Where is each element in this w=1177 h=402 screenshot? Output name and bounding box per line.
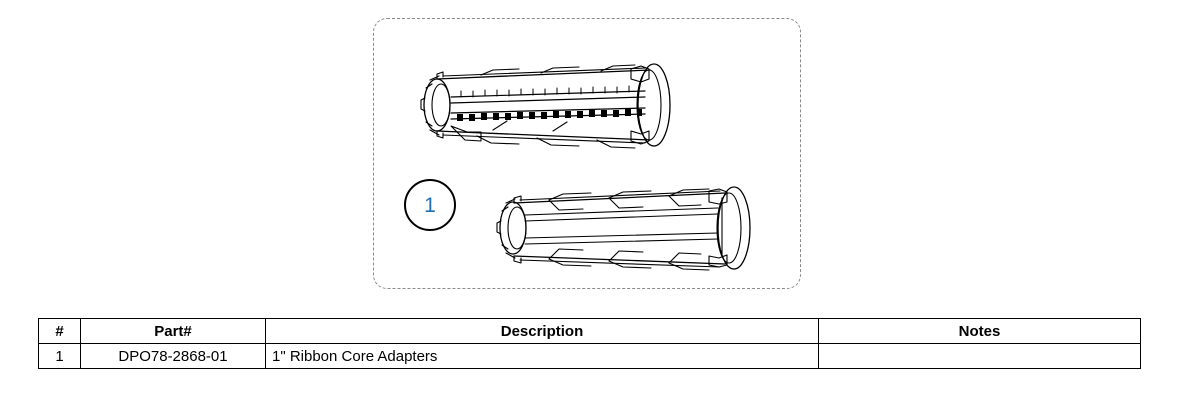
table-row: 1 DPO78-2868-01 1" Ribbon Core Adapters: [38, 343, 1141, 369]
upper-adapter-drawing: [420, 63, 671, 149]
parts-table: # Part# Description Notes 1 DPO78-2868-0…: [38, 318, 1141, 369]
cell-number: 1: [38, 343, 81, 369]
column-header-description: Description: [265, 318, 819, 344]
parts-line-drawing: [420, 63, 751, 271]
callout-number: 1: [424, 193, 436, 217]
callout-bubble-1: 1: [404, 179, 456, 231]
cell-notes: [818, 343, 1141, 369]
column-header-part: Part#: [80, 318, 266, 344]
illustration-panel: 1: [373, 18, 801, 289]
column-header-number: #: [38, 318, 81, 344]
diagram-dashed-frame: [373, 18, 801, 289]
cell-description: 1" Ribbon Core Adapters: [265, 343, 819, 369]
column-header-notes: Notes: [818, 318, 1141, 344]
table-header-row: # Part# Description Notes: [38, 318, 1141, 344]
lower-adapter-drawing: [496, 186, 751, 271]
cell-part-number: DPO78-2868-01: [80, 343, 266, 369]
